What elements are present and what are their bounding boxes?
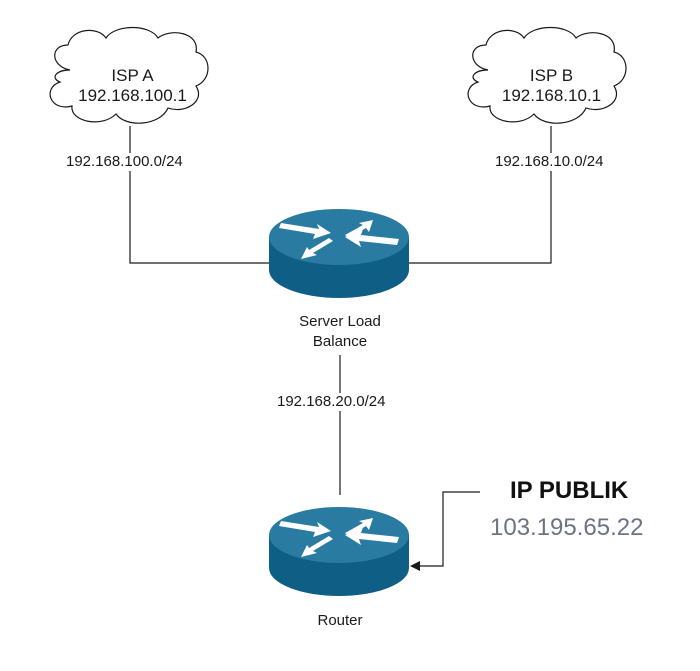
link-isp-b-to-load-balancer	[408, 126, 552, 264]
public-ip-title: IP PUBLIK	[510, 477, 629, 504]
isp-a-ip: 192.168.100.1	[78, 86, 187, 105]
isp-b-subnet-label: 192.168.10.0/24	[494, 153, 605, 171]
public-ip-arrow	[410, 491, 480, 571]
isp-a-name: ISP A	[111, 66, 154, 85]
load-balancer-subnet-label: 192.168.20.0/24	[276, 393, 387, 411]
router-device	[269, 507, 409, 596]
isp-b-cloud	[467, 27, 627, 124]
isp-b-text: ISP B 192.168.10.1	[494, 66, 609, 106]
router-label: Router	[317, 612, 363, 629]
public-ip-value: 103.195.65.22	[490, 514, 644, 541]
isp-b-ip: 192.168.10.1	[501, 86, 602, 105]
isp-a-text: ISP A 192.168.100.1	[75, 66, 190, 106]
isp-b-name: ISP B	[529, 66, 574, 85]
load-balancer-label: Server Load Balance	[299, 313, 381, 350]
link-isp-a-to-load-balancer	[129, 126, 270, 264]
isp-a-cloud	[49, 27, 209, 124]
load-balancer-device	[269, 209, 409, 298]
isp-a-subnet-label: 192.168.100.0/24	[65, 153, 184, 171]
